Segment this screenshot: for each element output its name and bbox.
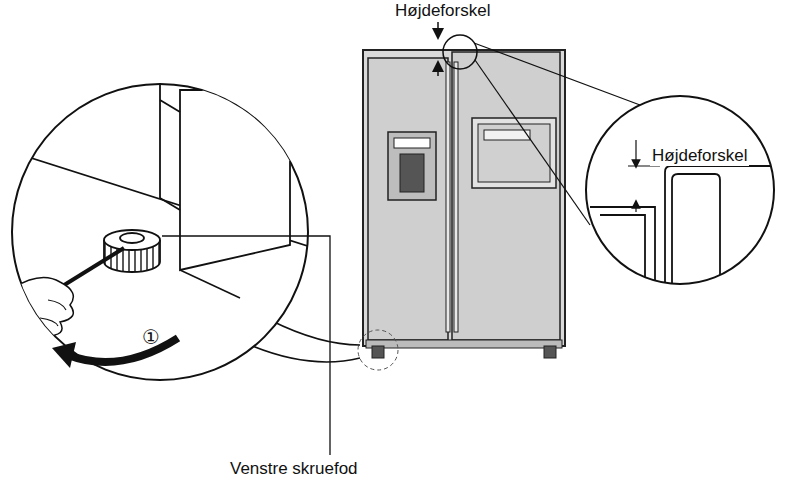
refrigerator [363, 50, 565, 358]
height-difference-label: Højdeforskel [393, 1, 492, 21]
callout-number: ① [140, 326, 162, 349]
height-difference-label: Højdeforskel [650, 146, 749, 166]
part-label: Venstre skruefod [228, 459, 360, 479]
